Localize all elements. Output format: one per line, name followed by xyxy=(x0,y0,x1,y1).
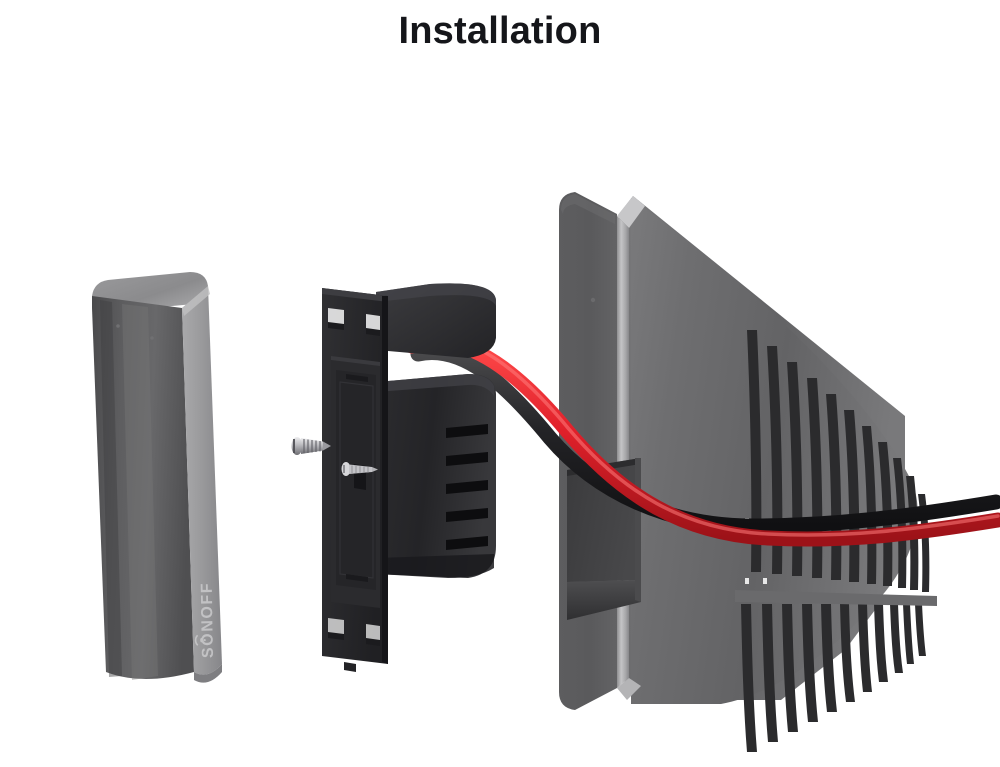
switch-module-body xyxy=(376,283,496,578)
faceplate-side-panel xyxy=(182,286,222,683)
wiring-harness xyxy=(400,320,1000,580)
loose-mounting-screw xyxy=(290,434,334,458)
wire-live-path xyxy=(404,334,1000,547)
faceplate-cover-component: SONOFF xyxy=(82,268,252,688)
switch-module-component xyxy=(318,278,528,678)
svg-text:SONOFF: SONOFF xyxy=(199,582,217,659)
faceplate-front-face xyxy=(92,296,194,680)
screw-installed xyxy=(341,462,378,476)
mounting-bracket xyxy=(322,288,388,672)
page-title: Installation xyxy=(398,10,602,52)
wall-box-component xyxy=(545,180,1000,752)
brand-logo: SONOFF xyxy=(194,582,217,659)
module-vent-slots xyxy=(446,424,488,550)
bracket-screw-slots xyxy=(328,308,380,646)
